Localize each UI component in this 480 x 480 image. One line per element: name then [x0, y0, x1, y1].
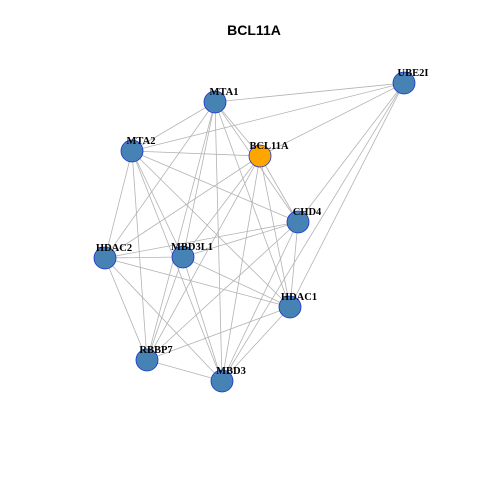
edge-hdac2-mbd3l1 [104, 256, 184, 259]
node-layer [93, 71, 416, 393]
node-label-mbd3: MBD3 [216, 366, 246, 377]
edge-chd4-hdac2 [104, 221, 299, 259]
node-label-chd4: CHD4 [293, 207, 322, 218]
edge-hdac1-rbbp7 [146, 306, 291, 361]
node-hdac2[interactable] [93, 246, 117, 270]
edge-mta1-rbbp7 [146, 101, 216, 361]
edge-mta2-bcl11a [131, 150, 261, 157]
edge-mta2-chd4 [131, 150, 299, 223]
edge-mta1-ube2i [214, 82, 405, 103]
node-label-hdac1: HDAC1 [281, 292, 317, 303]
edge-chd4-mbd3l1 [182, 221, 299, 258]
node-label-mta1: MTA1 [210, 87, 239, 98]
edge-bcl11a-chd4 [259, 155, 299, 223]
edge-mbd3l1-mbd3 [182, 256, 223, 382]
edge-bcl11a-mbd3l1 [182, 155, 261, 258]
edge-ube2i-hdac1 [289, 82, 405, 308]
edge-hdac2-hdac1 [104, 257, 291, 308]
edge-bcl11a-rbbp7 [146, 155, 261, 361]
node-hdac1[interactable] [278, 295, 302, 319]
node-mbd3[interactable] [210, 369, 234, 393]
edge-mta2-rbbp7 [131, 150, 148, 361]
node-mbd3l1[interactable] [171, 245, 195, 269]
edge-mta1-hdac1 [214, 101, 291, 308]
node-label-bcl11a: BCL11A [249, 141, 289, 152]
edge-mta1-bcl11a [214, 101, 261, 157]
edge-rbbp7-mbd3 [146, 359, 223, 382]
node-ube2i[interactable] [392, 71, 416, 95]
node-label-hdac2: HDAC2 [96, 243, 132, 254]
edge-bcl11a-mbd3 [221, 155, 261, 382]
node-label-rbbp7: RBBP7 [139, 345, 172, 356]
diagram-title: BCL11A [227, 22, 281, 38]
edge-hdac2-rbbp7 [104, 257, 148, 361]
edge-ube2i-mbd3 [221, 82, 405, 382]
node-bcl11a[interactable] [248, 144, 272, 168]
node-chd4[interactable] [286, 210, 310, 234]
edge-ube2i-chd4 [297, 82, 405, 223]
node-mta2[interactable] [120, 139, 144, 163]
edge-mta2-hdac1 [131, 150, 291, 308]
edge-mbd3l1-rbbp7 [146, 256, 184, 361]
edge-bcl11a-hdac1 [259, 155, 291, 308]
node-rbbp7[interactable] [135, 348, 159, 372]
edge-layer [104, 82, 405, 382]
edge-mta2-hdac2 [104, 150, 133, 259]
edge-ube2i-mta2 [131, 82, 405, 152]
edge-hdac1-mbd3 [221, 306, 291, 382]
edge-mta1-mbd3 [214, 101, 223, 382]
node-label-mbd3l1: MBD3L1 [171, 242, 213, 253]
node-label-mta2: MTA2 [127, 136, 156, 147]
node-mta1[interactable] [203, 90, 227, 114]
edge-mbd3l1-hdac1 [182, 256, 291, 308]
edge-mta1-mta2 [131, 101, 216, 152]
edge-ube2i-bcl11a [259, 82, 405, 157]
edge-mta1-hdac2 [104, 101, 216, 259]
edge-mta2-mbd3l1 [131, 150, 184, 258]
node-label-ube2i: UBE2I [398, 68, 429, 79]
edge-hdac2-mbd3 [104, 257, 223, 382]
edge-chd4-mbd3 [221, 221, 299, 382]
edge-chd4-rbbp7 [146, 221, 299, 361]
edge-chd4-hdac1 [289, 221, 299, 308]
edge-bcl11a-hdac2 [104, 155, 261, 259]
